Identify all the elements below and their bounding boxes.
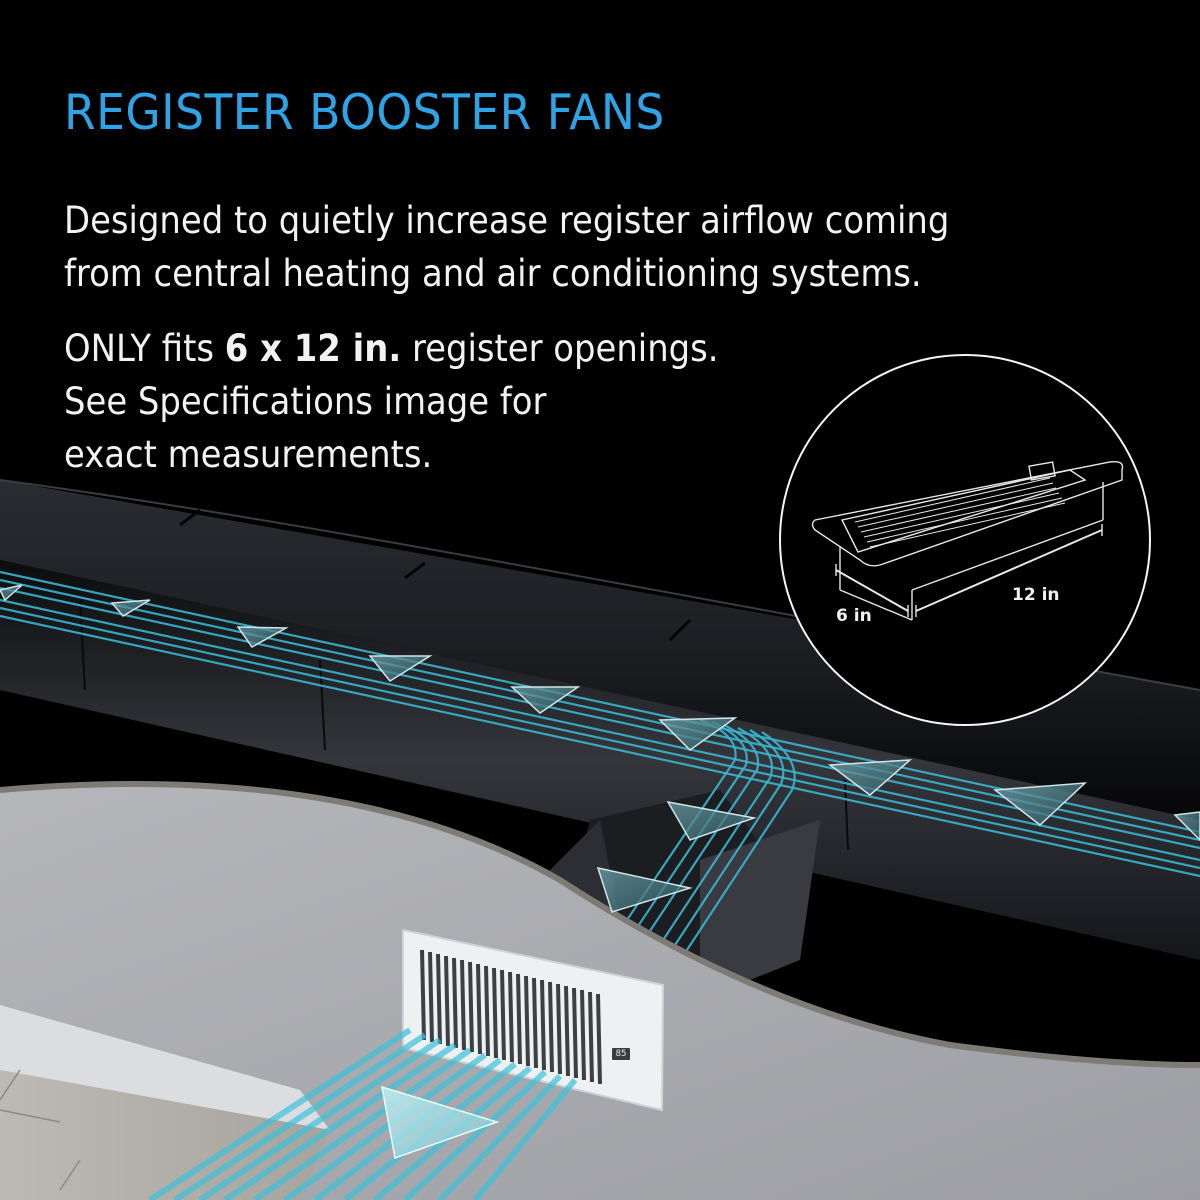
- description-line-1: Designed to quietly increase register ai…: [64, 199, 950, 242]
- product-description: Designed to quietly increase register ai…: [64, 194, 949, 300]
- triangle-arrow-icons-main: [0, 584, 1200, 842]
- fit-note-size: 6 x 12 in.: [224, 327, 402, 370]
- fit-note-line-3: exact measurements.: [64, 433, 433, 476]
- register-display-readout: 85: [612, 1048, 630, 1060]
- airflow-lines-branch: [599, 718, 796, 986]
- register-booster-fan: [402, 928, 665, 1112]
- ceiling-gap: [820, 960, 1200, 1060]
- register-booster-line-drawing: [811, 460, 1124, 621]
- airflow-lines-main: [0, 570, 1200, 878]
- triangle-arrow-icon-room: [381, 1085, 500, 1159]
- triangle-arrow-icons-branch: [596, 800, 757, 913]
- page-title: REGISTER BOOSTER FANS: [64, 84, 665, 141]
- fit-note: ONLY fits 6 x 12 in. register openings. …: [64, 322, 719, 481]
- width-dimension-label: 6 in: [836, 606, 872, 626]
- main-duct: [0, 479, 1200, 960]
- inset-diagram: [779, 354, 1151, 726]
- fit-note-prefix: ONLY fits: [64, 327, 225, 370]
- length-dimension-label: 12 in: [1012, 585, 1060, 605]
- fit-note-line-2: See Specifications image for: [64, 380, 547, 423]
- description-line-2: from central heating and air conditionin…: [64, 252, 922, 295]
- fit-note-suffix: register openings.: [401, 327, 719, 370]
